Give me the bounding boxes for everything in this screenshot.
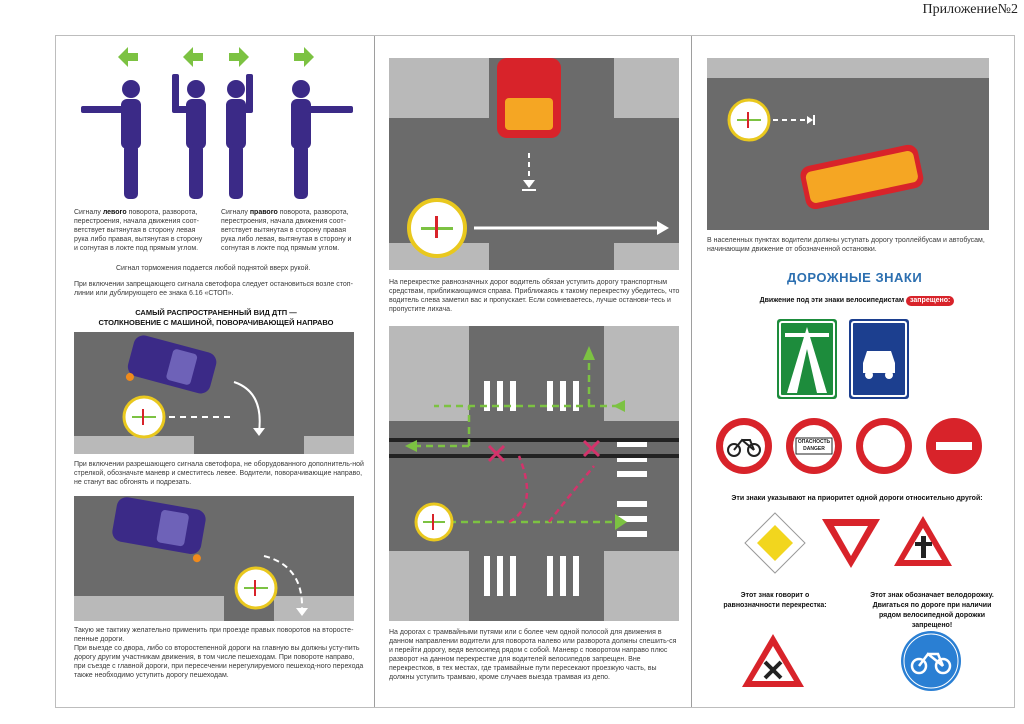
road-signs-title: ДОРОЖНЫЕ ЗНАКИ xyxy=(787,270,923,285)
tram-intersection-text: На дорогах с трамвайными путями или с бо… xyxy=(389,629,677,681)
main-road-sign-icon xyxy=(744,512,806,574)
equal-intersection-sign-text: Этот знак говорит о равнозначности перек… xyxy=(723,592,827,609)
right-turn-scene-2 xyxy=(74,496,354,621)
caption-text: Сигналу xyxy=(221,209,250,216)
danger-sign-icon xyxy=(786,418,842,474)
danger-sign-text: ОПАСНОСТЬ DANGER xyxy=(784,439,844,453)
no-entry-all-sign-icon xyxy=(856,418,912,474)
tram-intersection-scene xyxy=(389,326,679,621)
right-turn-caption: Сигналу правого поворота, разворота, пер… xyxy=(221,208,361,253)
bike-path-sign-text: Этот знак обозначает велодорожку. Двигат… xyxy=(870,592,994,629)
paragraph: Такую же тактику желательно применить пр… xyxy=(74,627,354,643)
column-1: Сигналу левого поворота, разворота, пере… xyxy=(56,36,374,707)
equal-intersection-text: На перекрестке равнозначных дорог водите… xyxy=(389,279,680,313)
danger-sign: ОПАСНОСТЬ DANGER xyxy=(784,416,844,476)
bus-stop-scene xyxy=(707,58,989,230)
side-road-sign-icon xyxy=(894,516,952,566)
motorway-sign-icon xyxy=(777,319,837,399)
heading-line: САМЫЙ РАСПРОСТРАНЕННЫЙ ВИД ДТП — xyxy=(135,308,297,317)
give-way-sign-icon xyxy=(822,519,880,568)
column-3: В населенных пунктах водители должны уст… xyxy=(692,36,1016,707)
scene2-text: Такую же тактику желательно применить пр… xyxy=(74,626,364,680)
column-divider xyxy=(691,36,692,707)
caption-text: поворота, разворота, перестроения, начал… xyxy=(221,209,352,252)
no-entry-sign-icon xyxy=(926,418,982,474)
crossroads-sign-icon xyxy=(742,634,804,687)
brochure-sheet: Сигналу левого поворота, разворота, пере… xyxy=(55,35,1015,708)
column-2: На перекрестке равнозначных дорог водите… xyxy=(375,36,691,707)
forbidden-intro: Движение под эти знаки велосипедистам за… xyxy=(712,296,1002,306)
paragraph: При выезде со двора, либо со второстепен… xyxy=(74,645,364,679)
caption-bold: правого xyxy=(249,209,278,216)
scene-illustration xyxy=(389,326,679,621)
no-bicycles-sign-icon xyxy=(716,418,772,474)
scene1-text: При включении разрешающего сигнала свето… xyxy=(74,461,364,486)
bicycle-path-sign-icon xyxy=(901,631,961,691)
left-turn-caption: Сигналу левого поворота, разворота, пере… xyxy=(74,208,204,253)
intro-text: Движение под эти знаки велосипедистам xyxy=(759,297,905,304)
column-divider xyxy=(374,36,375,707)
hand-signals-illustration xyxy=(81,47,353,199)
appendix-label: Приложение№2 xyxy=(922,2,1019,17)
caption-bold: левого xyxy=(102,209,127,216)
caption-text: Сигналу xyxy=(74,209,103,216)
danger-line: ОПАСНОСТЬ xyxy=(797,439,831,445)
scene-illustration xyxy=(74,497,354,621)
forbidden-badge: запрещено: xyxy=(906,296,955,306)
scene-illustration xyxy=(74,335,354,454)
priority-text: Эти знаки указывают на приоритет одной д… xyxy=(731,495,983,502)
heading-line: СТОЛКНОВЕНИЕ С МАШИНОЙ, ПОВОРАЧИВАЮЩЕЙ Н… xyxy=(98,318,334,327)
right-turn-scene-1 xyxy=(74,332,354,454)
stop-signal-text: При включении запрещающего сигнала свето… xyxy=(74,281,353,297)
scene-illustration xyxy=(707,58,989,210)
danger-line: DANGER xyxy=(803,446,825,452)
car-road-sign-icon xyxy=(849,319,909,399)
brake-signal-text: Сигнал торможения подается любой поднято… xyxy=(116,265,311,272)
bus-stop-text: В населенных пунктах водители должны уст… xyxy=(707,237,985,253)
caption-text: поворота, разворота, перестроения, начал… xyxy=(74,209,203,252)
section-heading: САМЫЙ РАСПРОСТРАНЕННЫЙ ВИД ДТП — СТОЛКНО… xyxy=(86,308,346,328)
scene-illustration xyxy=(389,58,679,270)
equal-intersection-scene xyxy=(389,58,679,270)
